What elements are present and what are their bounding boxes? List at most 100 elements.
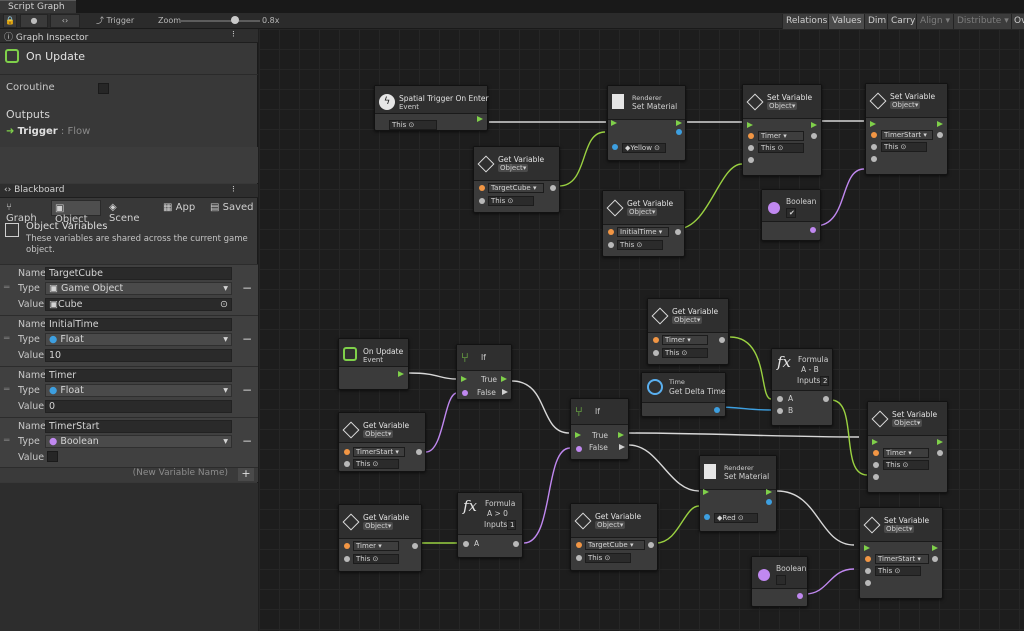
target-input-port[interactable] [344, 556, 350, 562]
code-icon[interactable]: ‹› [50, 14, 80, 28]
kind-dropdown[interactable]: Object▾ [884, 525, 915, 533]
drag-handle-icon[interactable]: ═ [4, 436, 10, 446]
false-output-port[interactable] [619, 444, 625, 450]
inputs-count-field[interactable]: 2 [820, 376, 829, 386]
flow-input-port[interactable] [461, 376, 467, 382]
this-field[interactable]: This ⊙ [881, 142, 927, 152]
flow-output-port[interactable] [932, 545, 938, 551]
condition-input-port[interactable] [576, 446, 582, 452]
value-input-port[interactable] [748, 157, 754, 163]
value-output-port[interactable] [937, 132, 943, 138]
node-set-variable-timerstart[interactable]: Set Variable Object▾ TimerStart ▾ This ⊙ [865, 83, 948, 175]
a-input-port[interactable] [463, 541, 469, 547]
variable-dropdown[interactable]: TimerStart ▾ [353, 447, 405, 457]
node-spatial-trigger[interactable]: ϟ Spatial Trigger On Enter Event This ⊙ [374, 85, 489, 131]
tab-object[interactable]: ▣ Object [51, 200, 101, 225]
remove-variable-button[interactable]: − [242, 434, 253, 448]
panel-menu-icon[interactable]: ⁝ [232, 185, 235, 195]
this-field[interactable]: This ⊙ [875, 566, 921, 576]
flow-output-port[interactable] [937, 439, 943, 445]
kind-dropdown[interactable]: Object▾ [363, 522, 394, 530]
node-set-variable-timerstart-2[interactable]: Set Variable Object▾ TimerStart ▾ This ⊙ [859, 507, 943, 599]
node-if-1[interactable]: ⑂ If True False [456, 344, 512, 400]
flow-output-port[interactable] [766, 489, 772, 495]
kind-dropdown[interactable]: Object▾ [892, 419, 923, 427]
value-output-port[interactable] [416, 449, 422, 455]
zoom-slider[interactable] [180, 20, 260, 22]
node-boolean-true[interactable]: Boolean ✔ [761, 189, 821, 241]
node-if-2[interactable]: ⑂ If True False [570, 398, 629, 460]
name-input-port[interactable] [748, 133, 754, 139]
target-input-port[interactable] [608, 242, 614, 248]
target-input-port[interactable] [871, 144, 877, 150]
name-input-port[interactable] [873, 450, 879, 456]
this-field[interactable]: This ⊙ [353, 554, 399, 564]
drag-handle-icon[interactable]: ═ [4, 385, 10, 395]
target-input-port[interactable] [479, 198, 485, 204]
name-input-port[interactable] [344, 449, 350, 455]
this-field[interactable]: This ⊙ [883, 460, 929, 470]
zoom-slider-handle[interactable] [231, 16, 239, 24]
material-output-port[interactable] [766, 499, 772, 505]
flow-input-port[interactable] [870, 121, 876, 127]
tab-saved[interactable]: ▤ Saved [207, 200, 257, 216]
distribute-dropdown[interactable]: Distribute ▾ [953, 14, 1012, 29]
variable-dropdown[interactable]: Timer ▾ [758, 131, 804, 141]
add-variable-button[interactable]: + [238, 468, 254, 481]
material-output-port[interactable] [676, 129, 682, 135]
variable-name-field[interactable]: TimerStart [45, 420, 232, 433]
node-get-variable-targetcube-2[interactable]: Get Variable Object▾ TargetCube ▾ This ⊙ [570, 503, 658, 571]
value-output-port[interactable] [797, 593, 803, 599]
variable-type-dropdown[interactable]: ● Float▾ [45, 333, 232, 346]
condition-input-port[interactable] [462, 390, 468, 396]
value-output-port[interactable] [719, 337, 725, 343]
remove-variable-button[interactable]: − [242, 383, 253, 397]
name-input-port[interactable] [576, 542, 582, 548]
delta-output-port[interactable] [714, 407, 720, 413]
object-picker-icon[interactable]: ⊙ [220, 299, 228, 310]
kind-dropdown[interactable]: Object▾ [767, 102, 798, 110]
align-dropdown[interactable]: Align ▾ [916, 14, 953, 29]
target-input-port[interactable] [344, 461, 350, 467]
coroutine-checkbox[interactable] [98, 83, 109, 94]
node-get-variable-initialtime[interactable]: Get Variable Object▾ InitialTime ▾ This … [602, 190, 685, 257]
flow-output-port[interactable] [937, 121, 943, 127]
trigger-button[interactable]: ⤴ Trigger [96, 16, 135, 25]
value-output-port[interactable] [648, 542, 654, 548]
false-output-port[interactable] [502, 389, 508, 395]
flow-input-port[interactable] [747, 122, 753, 128]
remove-variable-button[interactable]: − [242, 332, 253, 346]
node-get-variable-timer[interactable]: Get Variable Object▾ Timer ▾ This ⊙ [647, 298, 729, 365]
name-input-port[interactable] [865, 556, 871, 562]
variable-dropdown[interactable]: TimerStart ▾ [881, 130, 933, 140]
flow-input-port[interactable] [575, 432, 581, 438]
kind-dropdown[interactable]: Object▾ [627, 208, 658, 216]
variable-name-field[interactable]: TargetCube [45, 267, 232, 280]
a-input-port[interactable] [777, 396, 783, 402]
variable-dropdown[interactable]: TimerStart ▾ [875, 554, 929, 564]
node-set-variable-timer-2[interactable]: Set Variable Object▾ Timer ▾ This ⊙ [867, 401, 948, 493]
name-input-port[interactable] [479, 185, 485, 191]
node-get-delta-time[interactable]: Time Get Delta Time [641, 372, 726, 417]
flow-input-port[interactable] [864, 545, 870, 551]
this-field[interactable]: This ⊙ [758, 143, 804, 153]
node-set-material-red[interactable]: Renderer Set Material ◆Red ⊙ [699, 455, 777, 532]
variable-dropdown[interactable]: Timer ▾ [662, 335, 708, 345]
name-input-port[interactable] [608, 229, 614, 235]
node-get-variable-targetcube[interactable]: Get Variable Object▾ TargetCube ▾ This ⊙ [473, 146, 560, 213]
variable-type-dropdown[interactable]: ● Float▾ [45, 384, 232, 397]
carry-button[interactable]: Carry [887, 14, 919, 29]
name-input-port[interactable] [653, 337, 659, 343]
kind-dropdown[interactable]: Object▾ [890, 101, 921, 109]
flow-output-port[interactable] [398, 371, 404, 377]
node-set-material-yellow[interactable]: Renderer Set Material ◆Yellow ⊙ [607, 85, 686, 161]
result-output-port[interactable] [823, 396, 829, 402]
value-input-port[interactable] [871, 156, 877, 162]
this-field[interactable]: This ⊙ [617, 240, 663, 250]
node-on-update[interactable]: On Update Event [338, 338, 409, 390]
target-input-port[interactable] [865, 568, 871, 574]
value-output-port[interactable] [675, 229, 681, 235]
node-set-variable-timer[interactable]: Set Variable Object▾ Timer ▾ This ⊙ [742, 84, 822, 176]
kind-dropdown[interactable]: Object▾ [363, 430, 394, 438]
true-output-port[interactable] [618, 432, 624, 438]
